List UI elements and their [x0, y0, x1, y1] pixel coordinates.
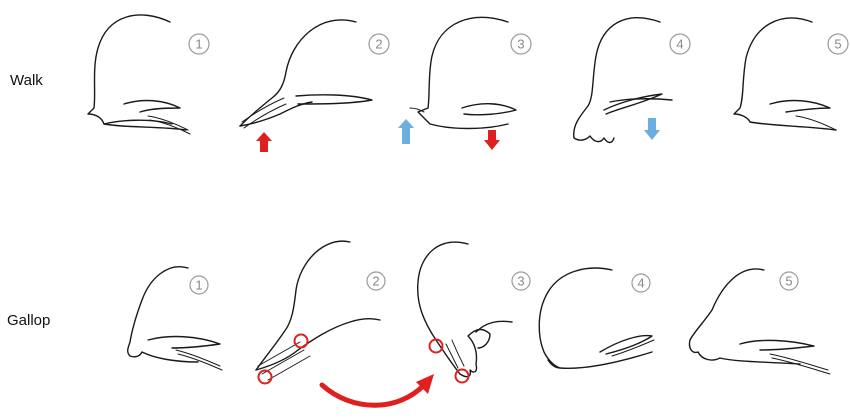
gallop-frame-4-number: 4	[637, 276, 644, 291]
walk-frame-3: 3	[398, 17, 531, 150]
gallop-frame-3: 3	[418, 242, 530, 382]
gallop-frame-3-number: 3	[517, 274, 524, 289]
walk-frame-5-number: 5	[834, 37, 841, 52]
gallop-frame-1-number: 1	[195, 278, 202, 293]
walk-frame-1: 1	[88, 15, 209, 134]
gallop-frame-1: 1	[128, 267, 222, 370]
gallop-frame-2: 2	[256, 241, 385, 383]
walk-frame-4: 4	[574, 18, 690, 143]
walk-frame-2-up-arrow	[256, 132, 272, 152]
walk-frame-3-up-arrow	[398, 119, 414, 144]
gallop-frame-5-number: 5	[785, 274, 792, 289]
gallop-frame-4: 4	[539, 268, 654, 368]
walk-frame-4-down-arrow	[644, 118, 660, 140]
walk-frame-3-down-arrow	[484, 130, 500, 150]
walk-frame-2-number: 2	[375, 37, 382, 52]
gallop-frame-2-number: 2	[372, 274, 379, 289]
gallop-transition-arrow	[322, 385, 424, 405]
walk-frame-2: 2	[240, 20, 389, 152]
gallop-frame-5: 5	[689, 269, 830, 374]
walk-frame-4-number: 4	[676, 37, 683, 52]
gallop-frame-2-contact-point-upper	[295, 335, 308, 348]
walk-frame-1-number: 1	[195, 37, 202, 52]
row-label-gallop: Gallop	[7, 312, 50, 329]
walk-frame-5: 5	[734, 18, 848, 130]
row-label-walk: Walk	[10, 72, 43, 89]
walk-frame-3-number: 3	[517, 37, 524, 52]
